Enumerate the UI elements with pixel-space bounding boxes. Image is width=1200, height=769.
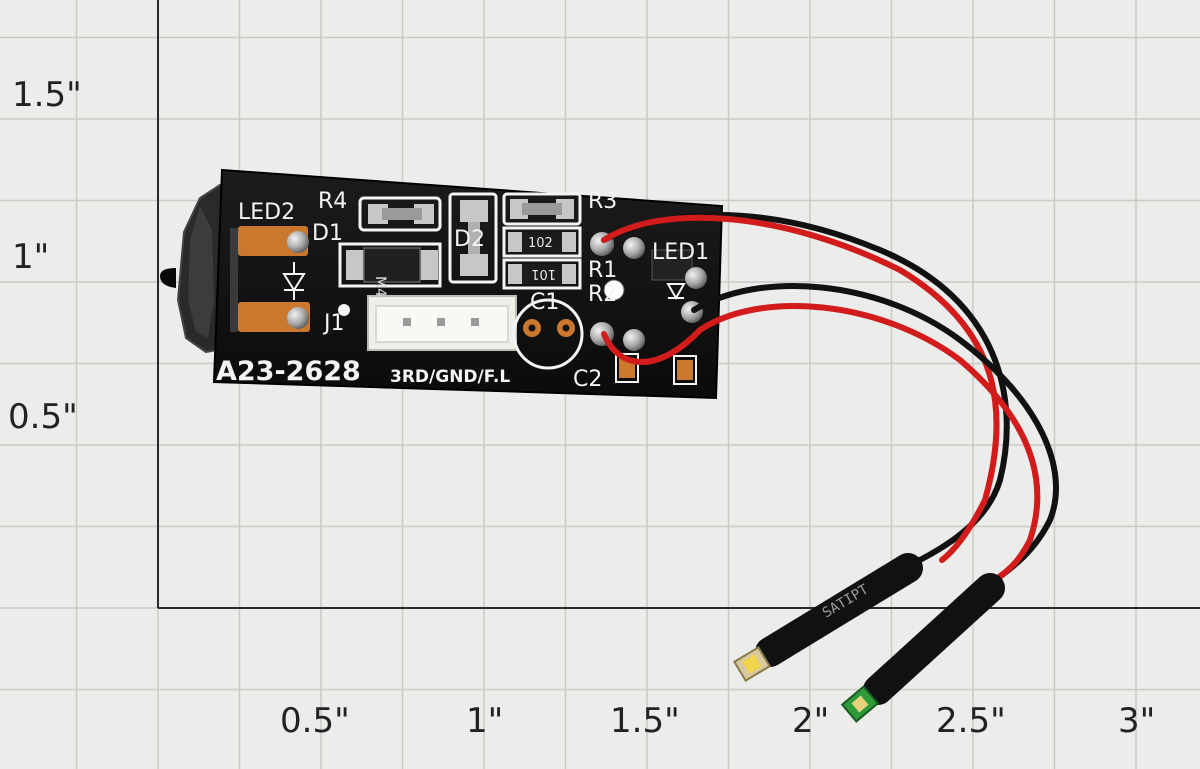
d2-pad-bottom bbox=[460, 254, 488, 276]
d2-outline bbox=[448, 192, 498, 284]
r4-outline bbox=[358, 196, 442, 232]
x-axis-label: 1" bbox=[466, 701, 504, 741]
c2-pad-right bbox=[677, 360, 693, 380]
led1-symbol bbox=[666, 283, 686, 301]
led1-label: LED1 bbox=[652, 240, 709, 265]
r2-pad-right bbox=[562, 264, 576, 284]
d1-body bbox=[363, 247, 421, 283]
solder-joint bbox=[287, 231, 309, 253]
part-number: A23-2628 bbox=[216, 356, 361, 387]
r4-label: R4 bbox=[318, 189, 347, 214]
r4-body bbox=[382, 208, 422, 220]
micro-led-lead-2 bbox=[840, 573, 1005, 723]
resistor-marking-2: 101 bbox=[531, 266, 556, 281]
r2-outline bbox=[502, 258, 582, 290]
c1-pad-hole bbox=[562, 324, 570, 332]
lens-highlight bbox=[188, 206, 214, 338]
micro-led-emitter bbox=[851, 695, 869, 713]
heatshrink-tube bbox=[755, 553, 923, 667]
x-axis-label: 2.5" bbox=[936, 701, 1006, 741]
solder-joint bbox=[623, 237, 645, 259]
wires bbox=[601, 212, 1059, 591]
d1-label: D1 bbox=[312, 221, 343, 246]
c1-outline bbox=[512, 298, 584, 370]
r1-label: R1 bbox=[588, 258, 617, 283]
r2-label: R2 bbox=[588, 282, 617, 307]
lighting-circuit-board: LED2 R4 D1 D2 R3 R1 R2 LED1 C1 C2 J1 A23… bbox=[160, 168, 724, 400]
d1-pad-right bbox=[416, 250, 438, 280]
diode-marking: M4 bbox=[372, 276, 388, 297]
r2-body bbox=[522, 264, 562, 284]
y-axis-label: 1.5" bbox=[12, 75, 82, 115]
d1-pad-left bbox=[346, 250, 368, 280]
y-axis-label: 0.5" bbox=[8, 397, 78, 437]
led2-symbol bbox=[282, 262, 306, 300]
d2-pad-top bbox=[460, 200, 488, 222]
wire-black bbox=[691, 283, 1059, 591]
resistor-marking-1: 102 bbox=[528, 236, 553, 251]
x-axis-label: 3" bbox=[1118, 701, 1156, 741]
r2-pad-left bbox=[508, 264, 522, 284]
led2-label: LED2 bbox=[238, 200, 295, 225]
r1-pad-left bbox=[508, 232, 522, 252]
j1-pin bbox=[471, 318, 479, 326]
solder-joint bbox=[287, 307, 309, 329]
y-axis-label: 1" bbox=[12, 237, 50, 277]
mounting-dot bbox=[338, 304, 350, 316]
lens-tip bbox=[160, 268, 176, 288]
x-axis-label: 2" bbox=[792, 701, 830, 741]
j1-pin bbox=[403, 318, 411, 326]
solder-joint bbox=[685, 267, 707, 289]
j1-pin bbox=[437, 318, 445, 326]
x-axis-label: 0.5" bbox=[280, 701, 350, 741]
c2-label: C2 bbox=[573, 367, 602, 392]
wire-red bbox=[601, 214, 1000, 563]
led1-area bbox=[651, 249, 693, 281]
d1-outline bbox=[338, 242, 442, 288]
via bbox=[603, 279, 625, 301]
c2-outline bbox=[673, 355, 697, 385]
wire-red bbox=[601, 303, 1041, 587]
c1-label: C1 bbox=[530, 290, 559, 315]
r1-body bbox=[522, 232, 562, 252]
c2-outline bbox=[615, 353, 639, 383]
micro-led-emitter bbox=[742, 654, 762, 674]
r1-pad-right bbox=[562, 232, 576, 252]
connection-label: 3RD/GND/F.L bbox=[390, 367, 510, 387]
heatshrink-tube bbox=[863, 573, 1005, 705]
micro-led-lead-1: SATIPT bbox=[732, 553, 923, 683]
r1-outline bbox=[502, 226, 582, 258]
r3-label: R3 bbox=[588, 189, 617, 214]
x-axis-label: 1.5" bbox=[610, 701, 680, 741]
r3-outline bbox=[502, 192, 582, 226]
led-lead-wrap bbox=[230, 228, 238, 332]
solder-joint bbox=[623, 329, 645, 351]
d2-label: D2 bbox=[454, 227, 485, 252]
j1-label: J1 bbox=[322, 311, 345, 336]
d2-body bbox=[468, 222, 480, 254]
r3-body bbox=[522, 203, 562, 215]
c1-pad-hole bbox=[528, 324, 536, 332]
